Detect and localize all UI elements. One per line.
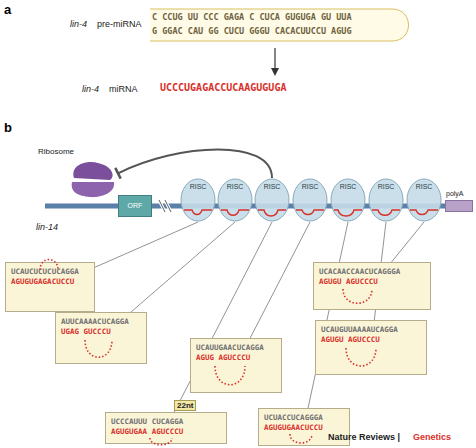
- ribosome-subunit: [73, 162, 112, 180]
- sequence-text: UCCCUGAGACCUCAAGUGUGA: [160, 82, 286, 93]
- callout-box: UCACAACCAACUCAGGGAAGUGU AGUCCCU: [313, 262, 431, 310]
- risc-shape: RISC: [406, 178, 442, 222]
- risc-outline: [181, 179, 215, 221]
- risc-outline: [369, 179, 403, 221]
- node-label: RISC: [254, 183, 290, 190]
- panel-text: a: [4, 2, 11, 17]
- mrna-break: [159, 200, 171, 212]
- node-label: RISC: [406, 183, 442, 190]
- node-label: polyA: [446, 190, 464, 197]
- panel-text: miRNA: [109, 84, 138, 94]
- risc-shape: RISC: [217, 178, 253, 222]
- panel-text: lin-4: [70, 19, 87, 29]
- target-strand: UCCCAUUU CUCAGGA: [111, 417, 221, 427]
- polya-shape: polyA: [445, 200, 473, 212]
- callout-box: UCCCAUUU CUCAGGAAGUGUGAA AGUCCCU: [105, 412, 227, 444]
- target-strand: UCAUUGAACUCAGGA: [196, 343, 276, 353]
- ribosome-subunit: [72, 182, 114, 197]
- target-strand: AUUCAAAACUCAGGA: [61, 317, 141, 327]
- mirna-strand: AGUG AGUCCCU: [196, 353, 276, 363]
- callout-box: UCAUCUCUCUCAGGAAGUGUGAGACUCCU: [5, 262, 95, 312]
- risc-shape: RISC: [368, 178, 404, 222]
- connector: [392, 222, 425, 262]
- connector: [95, 222, 198, 267]
- risc-outline: [293, 179, 327, 221]
- arrow-head: [271, 68, 279, 76]
- callout-box: UCAUUGAACUCAGGAAGUG AGUCCCU: [190, 338, 282, 393]
- risc-shape: RISC: [180, 178, 216, 222]
- risc-outline: [407, 179, 441, 221]
- node-label: RISC: [217, 183, 253, 190]
- risc-outline: [331, 179, 365, 221]
- orf-shape: ORF: [118, 195, 152, 217]
- node-label: RISC: [180, 183, 216, 190]
- panel-text: pre-miRNA: [97, 19, 142, 29]
- ribosome-shape: [68, 160, 118, 198]
- node-label: RISC: [368, 183, 404, 190]
- mirna-strand: AGUGUGAGACUCCU: [11, 277, 89, 287]
- target-strand: UCACAACCAACUCAGGGA: [319, 267, 425, 277]
- node-label: RISC: [330, 183, 366, 190]
- panel-text: lin-14: [36, 222, 58, 232]
- connector: [131, 222, 235, 312]
- target-strand: UCUACCUCAGGGA: [264, 413, 344, 423]
- node-label: Ribosome: [38, 147, 74, 156]
- sequence-text: G GGAC CAU GG CUCU GGGU CACACUUCCU AGUG: [152, 26, 352, 36]
- mrna-break: [159, 200, 171, 212]
- ribosome-shape: Ribosome: [68, 160, 118, 198]
- panel-text: Genetics: [413, 432, 451, 442]
- mirna-strand: UGAG GUCCCU: [61, 327, 141, 337]
- mirna-strand: AGUGU AGUCCCU: [321, 335, 421, 345]
- risc-shape: RISC: [254, 178, 290, 222]
- length-tag: 22nt: [174, 400, 196, 411]
- target-strand: UCAUCUCUCUCAGGA: [11, 267, 89, 277]
- callout-box: UCAUGUUAAAAUCAGGAAGUGU AGUCCCU: [315, 320, 427, 375]
- mirna-strand: AGUGUGAA AGUCCCU: [111, 427, 221, 437]
- node-label: RISC: [292, 183, 328, 190]
- connector: [250, 222, 310, 338]
- panel-text: b: [4, 120, 12, 135]
- risc-outline: [218, 179, 252, 221]
- node-label: ORF: [119, 196, 151, 216]
- panel-text: lin-4: [82, 84, 99, 94]
- risc-outline: [255, 179, 289, 221]
- inhibition-bar: [115, 168, 120, 179]
- callout-box: AUUCAAAACUCAGGAUGAG GUCCCU: [55, 312, 147, 364]
- sequence-text: C CCUG UU CCC GAGA C CUCA GUGUGA GU UUA: [152, 12, 352, 22]
- risc-shape: RISC: [330, 178, 366, 222]
- panel-text: Nature Reviews |: [328, 432, 400, 442]
- connector: [308, 222, 348, 408]
- connector: [118, 149, 272, 178]
- mirna-strand: AGUGUGAACUCCU: [264, 423, 344, 433]
- processing-arrow: [274, 48, 275, 72]
- risc-shape: RISC: [292, 178, 328, 222]
- mirna-strand: AGUGU AGUCCCU: [319, 277, 425, 287]
- target-strand: UCAUGUUAAAAUCAGGA: [321, 325, 421, 335]
- hairpin-outline: [150, 9, 409, 41]
